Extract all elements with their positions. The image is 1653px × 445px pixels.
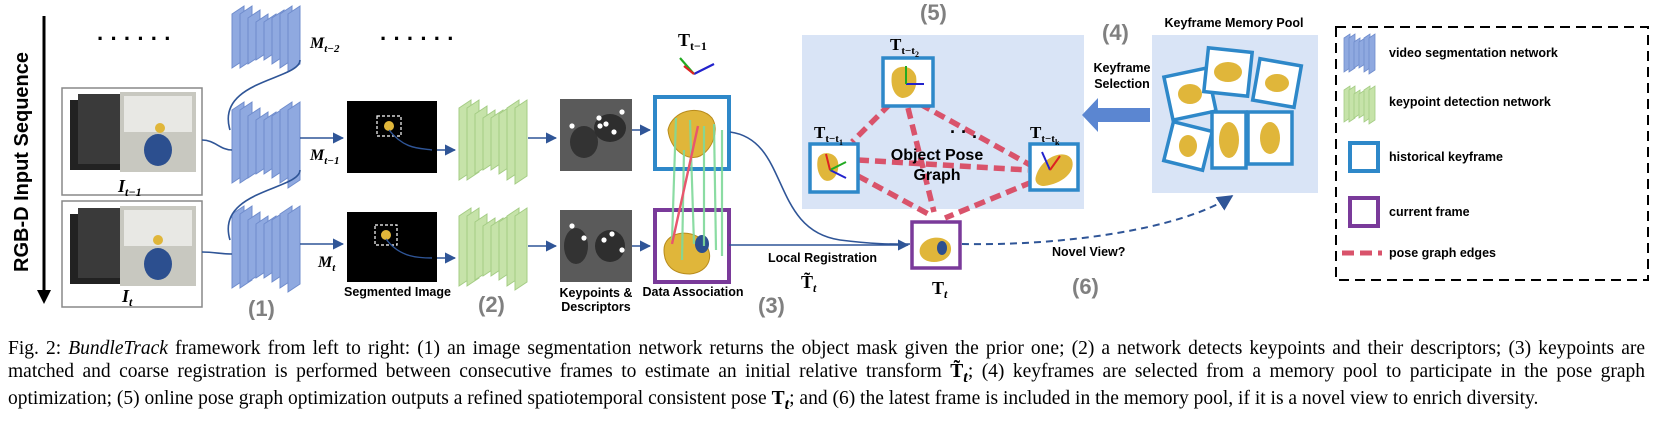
caption-name: BundleTrack bbox=[68, 338, 168, 359]
mask-prev2-label: Mt−2 bbox=[309, 35, 340, 55]
graph-node-t1 bbox=[808, 142, 860, 194]
step-5-label: (5) bbox=[920, 0, 947, 25]
current-frame-node bbox=[910, 220, 962, 270]
frame-prev-label: It−1 bbox=[117, 176, 142, 199]
figure-caption: Fig. 2: BundleTrack framework from left … bbox=[8, 338, 1645, 415]
historical-keyframe-icon bbox=[1348, 141, 1380, 173]
pose-curr-label: Tt bbox=[932, 278, 948, 301]
legend: video segmentation network keypoint dete… bbox=[1335, 26, 1649, 281]
graph-node-t2 bbox=[881, 56, 935, 108]
segmented-image-label: Segmented Image bbox=[344, 285, 451, 299]
graph-title-line2: Graph bbox=[913, 167, 960, 184]
keyframe-selection-arrow bbox=[1082, 98, 1150, 132]
step-6-label: (6) bbox=[1072, 274, 1099, 299]
step-2-label: (2) bbox=[478, 292, 505, 317]
input-connections bbox=[201, 59, 301, 255]
legend-label-segmentation: video segmentation network bbox=[1389, 46, 1558, 60]
legend-label-current: current frame bbox=[1389, 205, 1470, 219]
segmentation-network-mid bbox=[231, 101, 301, 189]
segmentation-network-top bbox=[231, 5, 301, 73]
keypoint-detection-network-icon bbox=[1343, 85, 1376, 125]
local-registration-curve bbox=[729, 131, 911, 245]
legend-label-historical: historical keyframe bbox=[1389, 150, 1503, 164]
mask-curr-label: Mt bbox=[317, 254, 336, 274]
graph-node-t1-label: Tt−t1 bbox=[814, 123, 843, 147]
caption-part2: ; (4) keyframes are selected from a memo… bbox=[8, 360, 1645, 409]
keypoints-label-line1: Keypoints & bbox=[560, 286, 633, 300]
frame-prev-box: It−1 bbox=[61, 87, 203, 199]
video-segmentation-network-icon bbox=[1343, 33, 1376, 75]
graph-title-line1: Object Pose bbox=[891, 147, 984, 164]
memory-pool-objects bbox=[1178, 62, 1289, 158]
segmented-image-curr bbox=[347, 212, 437, 282]
mask-prev-label: Mt−1 bbox=[309, 147, 339, 167]
segmented-image-prev bbox=[347, 101, 437, 173]
ellipsis-right: · · · · · · bbox=[380, 26, 455, 51]
ellipsis-left: · · · · · · bbox=[97, 26, 172, 51]
legend-label-keypoint: keypoint detection network bbox=[1389, 95, 1551, 109]
frame-curr-box: It bbox=[61, 200, 203, 309]
frame-curr-label: It bbox=[121, 286, 133, 309]
pose-coarse-label: T̃t bbox=[801, 272, 817, 295]
caption-fig-label: Fig. 2: bbox=[8, 338, 69, 359]
keypoint-network-bottom bbox=[458, 207, 528, 291]
graph-dots: · · . bbox=[950, 122, 977, 142]
caption-part3: ; and (6) the latest frame is included i… bbox=[789, 387, 1539, 409]
pose-prev-label: Tt−1 bbox=[678, 30, 707, 53]
input-sequence-axis: RGB-D Input Sequence bbox=[11, 16, 51, 304]
caption-symbol-pose: Tt bbox=[771, 387, 790, 413]
keypoint-network-top bbox=[458, 99, 528, 185]
segmentation-network-bottom bbox=[231, 205, 301, 293]
keyframe-selection-line1: Keyframe bbox=[1094, 61, 1151, 75]
keypoints-image-prev bbox=[560, 99, 632, 171]
step-1-label: (1) bbox=[248, 296, 275, 320]
keypoints-label-line2: Descriptors bbox=[561, 300, 631, 314]
local-registration-label: Local Registration bbox=[768, 251, 877, 265]
data-association bbox=[653, 95, 731, 284]
novel-view-arrow bbox=[961, 195, 1234, 246]
legend-label-edges: pose graph edges bbox=[1389, 246, 1496, 260]
input-sequence-label: RGB-D Input Sequence bbox=[11, 52, 33, 272]
novel-view-label: Novel View? bbox=[1052, 245, 1125, 259]
framework-diagram: RGB-D Input Sequence · · · · · · · · · ·… bbox=[11, 0, 1649, 320]
caption-part1: framework from left to right: (1) an ima… bbox=[8, 338, 1645, 382]
graph-node-t2-label: Tt−t2 bbox=[890, 35, 919, 59]
pose-prev-axes-icon bbox=[679, 57, 715, 75]
keyframe-selection-line2: Selection bbox=[1094, 77, 1150, 91]
data-association-label: Data Association bbox=[643, 285, 744, 299]
keypoints-image-curr bbox=[560, 210, 632, 282]
pose-graph-edges bbox=[850, 101, 1034, 221]
current-frame-icon bbox=[1348, 196, 1380, 228]
step-3-label: (3) bbox=[758, 293, 785, 318]
memory-pool-title: Keyframe Memory Pool bbox=[1165, 16, 1304, 30]
caption-symbol-coarse: T̃t bbox=[950, 360, 968, 386]
step-4-label: (4) bbox=[1102, 20, 1129, 45]
graph-node-tk bbox=[1028, 142, 1080, 192]
graph-node-tk-label: Tt−tk bbox=[1030, 123, 1060, 147]
